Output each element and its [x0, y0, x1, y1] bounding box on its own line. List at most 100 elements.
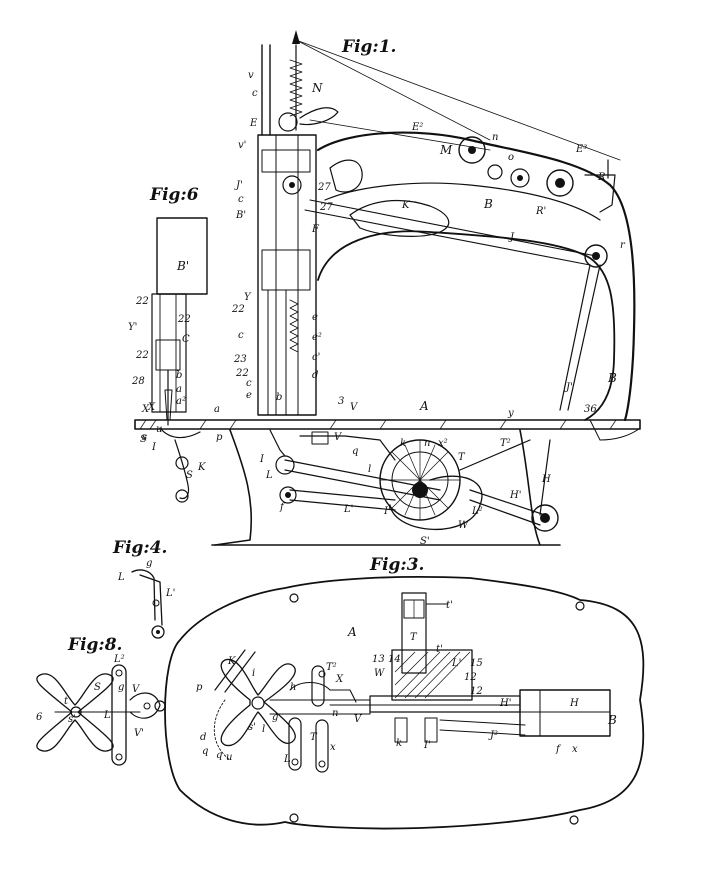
reference-letter: N	[311, 81, 323, 95]
reference-letter: t'	[436, 644, 443, 655]
reference-letter: q	[352, 446, 358, 457]
reference-letter: q	[202, 746, 208, 757]
fig3-title: Fig:3.	[369, 555, 424, 575]
reference-letter: V	[132, 684, 141, 695]
reference-letter: S	[140, 434, 147, 445]
reference-letter: J'	[234, 180, 243, 191]
reference-letter: 12	[470, 686, 483, 697]
reference-letter: 12	[464, 672, 477, 683]
reference-letter: I	[151, 442, 157, 453]
reference-letter: 3	[338, 396, 344, 407]
reference-letter: T²	[326, 662, 337, 673]
reference-letter: k	[396, 738, 402, 749]
reference-letter: g	[118, 682, 124, 693]
fig6-title: Fig:6	[149, 185, 199, 205]
reference-letter: B	[607, 713, 617, 727]
fig1-title: Fig:1.	[341, 37, 396, 57]
reference-letter: C	[182, 334, 190, 345]
reference-letter: c	[238, 194, 244, 205]
fig3-bed-plan	[154, 576, 645, 830]
fig8-title: Fig:8.	[67, 635, 122, 655]
reference-letter: I	[259, 454, 265, 465]
reference-letter: B	[483, 197, 493, 211]
reference-letter: T	[410, 632, 418, 643]
reference-letter: L²	[471, 506, 483, 517]
reference-letter: d	[200, 732, 206, 743]
reference-letter: x²	[438, 438, 448, 449]
reference-letter: y	[507, 408, 514, 419]
reference-letter: X	[335, 674, 344, 685]
reference-letter: v	[248, 70, 254, 81]
reference-letter: S	[186, 470, 193, 481]
fig8-feed-bar	[111, 664, 127, 766]
reference-letter: l	[368, 464, 371, 475]
reference-letter: c'	[312, 352, 320, 363]
reference-letter: K	[401, 200, 410, 211]
reference-letter: 28	[131, 376, 145, 387]
reference-letter: 13	[372, 654, 385, 665]
reference-letter: L	[103, 710, 111, 721]
reference-letter: f	[555, 744, 562, 755]
reference-letter: W	[458, 520, 469, 531]
reference-letter: E²	[411, 122, 423, 133]
reference-letter: d	[312, 370, 318, 381]
reference-letter: B	[607, 371, 617, 385]
reference-letter: b	[276, 392, 282, 403]
reference-letter: s'	[68, 714, 76, 725]
fig4-title: Fig:4.	[112, 538, 167, 558]
reference-letter: p	[196, 682, 203, 693]
reference-letter: H'	[509, 490, 521, 501]
reference-letter: L	[265, 470, 273, 481]
fig1-head	[257, 134, 317, 416]
reference-letter: R'	[535, 206, 546, 217]
reference-letter: A	[419, 399, 429, 413]
reference-letter: J	[508, 232, 515, 243]
fig1-sewing-machine-elevation	[134, 30, 641, 546]
reference-letter: u	[156, 424, 162, 435]
fig6-reference-labels: B' 22 Y' 22 C 22 b a 28 X a² I S u	[128, 259, 191, 453]
reference-letter: L'	[451, 658, 461, 669]
fig8-feed-detail	[36, 664, 161, 766]
reference-letter: X	[141, 404, 150, 415]
reference-letter: R	[597, 172, 606, 183]
reference-letter: Y'	[128, 322, 137, 333]
fig1-bed-plate	[134, 419, 641, 430]
reference-letter: 27	[319, 202, 333, 213]
fig6-needle-detail	[151, 217, 208, 426]
reference-letter: V	[350, 402, 359, 413]
reference-letter: a²	[176, 396, 186, 407]
reference-letter: L	[283, 754, 291, 765]
reference-letter: E³	[575, 144, 587, 155]
reference-letter: S	[94, 682, 101, 693]
reference-letter: A	[347, 625, 357, 639]
reference-letter: X	[147, 402, 156, 413]
reference-letter: k	[400, 438, 406, 449]
reference-letter: t'	[446, 600, 453, 611]
reference-letter: 14	[388, 654, 401, 665]
reference-letter: I'	[383, 506, 391, 517]
reference-letter: B'	[176, 259, 189, 273]
reference-letter: s	[142, 432, 147, 443]
fig8-reference-labels: L² S g V t L s' 6 V'	[36, 654, 144, 739]
reference-letter: 22	[135, 296, 149, 307]
reference-letter: e	[312, 312, 318, 323]
reference-letter: J²	[488, 730, 498, 741]
reference-letter: s'	[248, 722, 256, 733]
reference-letter: T	[458, 452, 466, 463]
reference-letter: l	[262, 724, 265, 735]
reference-letter: r	[620, 240, 626, 251]
reference-letter: 23	[233, 354, 247, 365]
reference-letter: n	[424, 438, 430, 449]
reference-letter: K	[227, 656, 236, 667]
reference-letter: L	[117, 572, 125, 583]
reference-letter: c	[238, 330, 244, 341]
reference-letter: L²	[113, 654, 125, 665]
reference-letter: M	[439, 143, 453, 157]
reference-letter: W	[374, 668, 385, 679]
reference-letter: p	[216, 432, 223, 443]
fig1-reference-labels: v c N E v' E² M n o E³ R J' B K c 27 B' …	[141, 70, 626, 547]
reference-letter: H'	[499, 698, 511, 709]
reference-letter: 22	[235, 368, 249, 379]
reference-letter: i	[252, 668, 255, 679]
reference-letter: 22	[231, 304, 245, 315]
